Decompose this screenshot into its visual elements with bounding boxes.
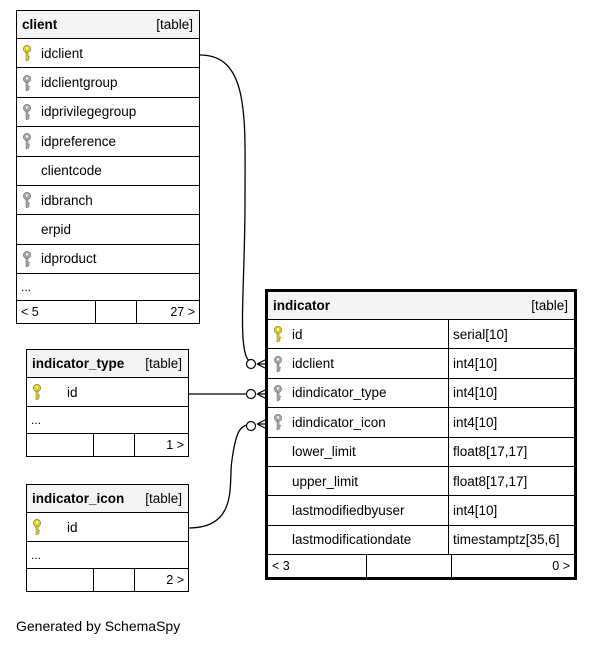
column-type: int4[10] <box>448 378 574 408</box>
children-count[interactable]: 2 > <box>166 573 184 588</box>
column-name: idpreference <box>41 133 117 149</box>
column-row[interactable]: idclient int4[10] <box>268 349 574 379</box>
column-type: int4[10] <box>448 496 574 525</box>
more-columns: ... <box>27 542 188 570</box>
table-name: indicator <box>273 298 331 313</box>
table-header: indicator [table] <box>268 292 574 320</box>
table-footer: 1 > <box>27 434 188 457</box>
footer-spacer <box>95 301 137 324</box>
column-row[interactable]: idpreference <box>17 127 199 157</box>
children-count[interactable]: 27 > <box>170 305 195 320</box>
table-indicator-type[interactable]: indicator_type [table] id ... 1 > <box>26 349 189 458</box>
table-name: client <box>22 17 58 32</box>
foreign-key-icon <box>268 413 288 431</box>
table-footer: < 5 27 > <box>17 301 199 324</box>
foreign-key-icon <box>268 384 288 402</box>
column-name: idprivilegegroup <box>41 104 137 120</box>
column-name: idclientgroup <box>41 75 118 91</box>
primary-key-icon <box>17 44 37 62</box>
table-name: indicator_type <box>32 356 125 371</box>
footer-spacer <box>93 569 135 592</box>
foreign-key-icon <box>17 132 37 150</box>
foreign-key-icon <box>17 74 37 92</box>
footer-spacer <box>366 555 452 578</box>
foreign-key-icon <box>17 103 37 121</box>
column-name: id <box>67 519 78 535</box>
column-row[interactable]: idproduct <box>17 245 199 275</box>
column-name: idindicator_icon <box>292 414 386 430</box>
column-row[interactable]: idindicator_icon int4[10] <box>268 408 574 438</box>
column-name: id <box>67 384 78 400</box>
column-row[interactable]: id serial[10] <box>268 320 574 350</box>
column-type: float8[17,17] <box>448 437 574 466</box>
table-tag: [table] <box>531 298 568 313</box>
table-header: client [table] <box>17 11 199 39</box>
column-row[interactable]: idclientgroup <box>17 68 199 98</box>
column-name: idclient <box>41 45 84 61</box>
column-name: erpid <box>41 222 72 238</box>
column-name: idproduct <box>41 251 97 267</box>
column-name: upper_limit <box>292 473 359 489</box>
column-name: idbranch <box>41 192 93 208</box>
column-type: int4[10] <box>448 408 574 437</box>
table-indicator-icon[interactable]: indicator_icon [table] id ... 2 > <box>26 484 189 593</box>
column-row[interactable]: idbranch <box>17 186 199 216</box>
column-name: lower_limit <box>292 444 356 460</box>
parents-count[interactable] <box>27 434 93 456</box>
column-name: id <box>292 326 303 342</box>
table-tag: [table] <box>145 356 182 371</box>
generated-by-credit: Generated by SchemaSpy <box>16 618 181 634</box>
table-footer: < 3 0 > <box>268 555 574 578</box>
table-name: indicator_icon <box>32 491 125 506</box>
column-name: idindicator_type <box>292 385 387 401</box>
children-count[interactable]: 1 > <box>166 438 184 453</box>
primary-key-icon <box>268 325 288 343</box>
column-row[interactable]: id <box>27 513 188 543</box>
column-row[interactable]: lower_limit float8[17,17] <box>268 437 574 467</box>
children-count[interactable]: 0 > <box>552 559 570 574</box>
foreign-key-icon <box>17 191 37 209</box>
column-row[interactable]: lastmodifiedbyuser int4[10] <box>268 496 574 526</box>
column-name: lastmodifiedbyuser <box>292 503 405 519</box>
column-row[interactable]: idclient <box>17 39 199 69</box>
table-header: indicator_type [table] <box>27 350 188 378</box>
column-name: idclient <box>292 356 335 372</box>
table-tag: [table] <box>156 17 193 32</box>
relation-icon-indicator-circle <box>245 420 257 432</box>
table-footer: 2 > <box>27 569 188 592</box>
foreign-key-icon <box>268 355 288 373</box>
parents-count[interactable]: < 3 <box>272 559 290 574</box>
parents-count[interactable]: < 5 <box>21 305 39 320</box>
primary-key-icon <box>27 518 47 536</box>
footer-spacer <box>93 434 135 457</box>
column-row[interactable]: idindicator_type int4[10] <box>268 378 574 409</box>
column-name: clientcode <box>41 163 102 179</box>
column-row[interactable]: idprivilegegroup <box>17 98 199 128</box>
column-row[interactable]: lastmodificationdate timestamptz[35,6] <box>268 525 574 556</box>
column-type: serial[10] <box>448 320 574 349</box>
parents-count[interactable] <box>27 569 93 591</box>
table-indicator[interactable]: indicator [table] id serial[10] idclient in… <box>265 289 577 581</box>
column-type: int4[10] <box>448 349 574 378</box>
relation-type-indicator-circle <box>245 388 257 400</box>
column-name: lastmodificationdate <box>292 532 412 548</box>
relation-icon-indicator <box>188 423 256 529</box>
column-row[interactable]: clientcode <box>17 157 199 186</box>
column-type: timestamptz[35,6] <box>448 525 574 555</box>
table-tag: [table] <box>145 491 182 506</box>
more-columns: ... <box>27 407 188 435</box>
table-header: indicator_icon [table] <box>27 485 188 513</box>
column-type: float8[17,17] <box>448 466 574 496</box>
relation-client-indicator-circle <box>245 358 257 370</box>
more-columns: ... <box>17 274 199 302</box>
column-row[interactable]: id <box>27 378 188 408</box>
foreign-key-icon <box>17 250 37 268</box>
relation-client-indicator <box>199 54 256 365</box>
column-row[interactable]: upper_limit float8[17,17] <box>268 466 574 497</box>
column-row[interactable]: erpid <box>17 215 199 245</box>
table-client[interactable]: client [table] idclient idclientgroup idpr… <box>16 10 200 325</box>
primary-key-icon <box>27 383 47 401</box>
